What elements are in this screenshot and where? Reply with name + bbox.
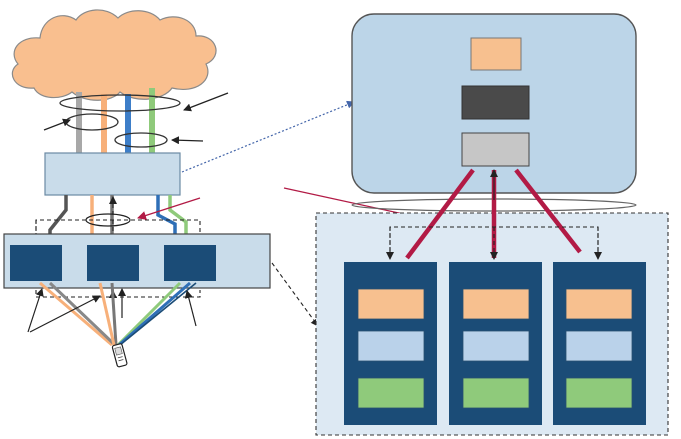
switch-block-1: [10, 245, 62, 281]
col3-blue-module: [565, 330, 633, 362]
zoom-arrow-upper: [181, 100, 355, 173]
device-pointers: [27, 288, 197, 333]
switch-block-2: [87, 245, 139, 281]
zoom-arrow-lower: [271, 262, 319, 327]
col1-green-module: [357, 377, 425, 409]
cloud-links: [76, 88, 155, 153]
col2-green-module: [462, 377, 530, 409]
detail-columns: [344, 262, 646, 425]
col1-orange-module: [357, 288, 425, 320]
red-pointer-small: [137, 197, 201, 220]
ring-pointers: [43, 92, 229, 145]
col2-orange-module: [462, 288, 530, 320]
downlink-ring: [85, 213, 131, 227]
mobile-phone-icon: [111, 343, 128, 368]
device-links: [39, 281, 197, 347]
server-dark-module: [461, 85, 530, 120]
col1-blue-module: [357, 330, 425, 362]
server-orange-module: [470, 37, 522, 71]
switch-blocks: [10, 245, 216, 281]
server-gray-module: [461, 132, 530, 167]
col3-green-module: [565, 377, 633, 409]
detail-dashed-lines: [386, 226, 602, 260]
switch-block-3: [164, 245, 216, 281]
cloud: [11, 9, 217, 101]
upper-controller-box: [44, 152, 181, 196]
col3-orange-module: [565, 288, 633, 320]
col2-blue-module: [462, 330, 530, 362]
